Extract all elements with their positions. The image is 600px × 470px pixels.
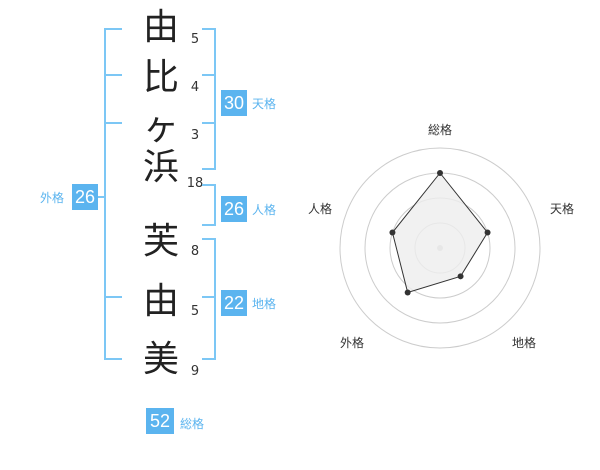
stroke-count-3: 3 [190,128,200,143]
gaikaku-bracket [104,28,122,360]
name-char-1: 由 [142,7,179,48]
radar-axis-gaikaku: 外格 [340,336,365,350]
radar-grid-ring [339,147,541,349]
radar-score-point [484,229,491,236]
name-char-3: ヶ [142,107,179,148]
stroke-count-5: 8 [190,244,200,259]
tenkaku-label: 天格 [252,97,277,111]
chikaku-bracket-tick [202,296,216,298]
radar-score-point [389,229,396,236]
stroke-count-2: 4 [190,80,200,95]
tenkaku-bracket [202,28,216,170]
gaikaku-bracket-tick [104,296,122,298]
gaikaku-bracket-tick [104,122,122,124]
radar-score-point [437,170,443,176]
name-char-4: 浜 [142,147,179,188]
jinkaku-bracket [202,184,216,226]
chikaku-label: 地格 [252,297,277,311]
radar-score-point [404,289,411,296]
radar-axis-tenkaku: 天格 [550,202,575,216]
stroke-count-4: 18 [186,176,204,191]
stroke-count-6: 5 [190,304,200,319]
radar-axis-jinkaku: 人格 [308,202,333,216]
jinkaku-label: 人格 [252,203,277,217]
tenkaku-bracket-tick [202,74,216,76]
tenkaku-bracket-tick [202,122,216,124]
radar-axis-chikaku: 地格 [512,336,537,350]
name-char-7: 美 [142,339,179,380]
jinkaku-value: 26 [221,196,247,222]
name-char-6: 由 [142,281,179,322]
name-char-5: 芙 [142,221,179,262]
gaikaku-value: 26 [72,184,98,210]
soukaku-value: 52 [146,408,174,434]
fortune-radar-chart [339,147,541,349]
radar-axis-soukaku: 総格 [428,123,453,137]
name-char-2: 比 [142,57,179,98]
tenkaku-value: 30 [221,90,247,116]
stroke-count-1: 5 [190,32,200,47]
chikaku-bracket [202,238,216,360]
gaikaku-bracket-tick [104,74,122,76]
soukaku-label: 総格 [180,417,205,431]
stroke-count-7: 9 [190,364,200,379]
radar-score-point [457,273,464,280]
gaikaku-label: 外格 [40,191,65,205]
radar-score-polygon [391,172,489,294]
chikaku-value: 22 [221,290,247,316]
